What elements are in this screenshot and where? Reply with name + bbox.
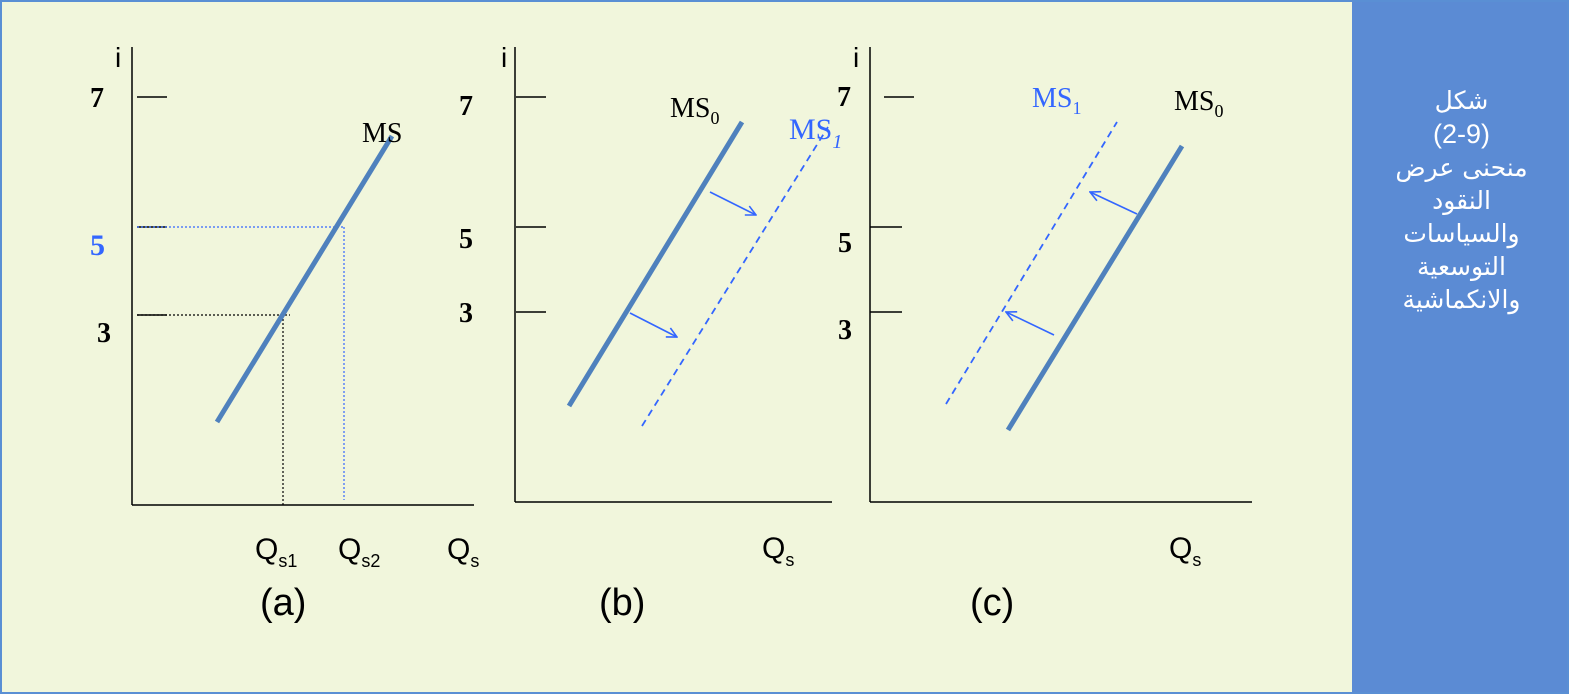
- panel-a-ms-curve: [214, 134, 395, 424]
- panel-c-ms1-curve: [945, 121, 1118, 405]
- panel-b: i 7 5 3 MS0 MS1 Qs (b): [459, 42, 842, 624]
- caption-text-line-5: والانكماشية: [1402, 285, 1521, 314]
- panel-c-tick-label-5: 5: [838, 228, 852, 259]
- panel-a-x-label-qs1: Qs1: [255, 533, 297, 571]
- panel-b-tick-label-5: 5: [459, 224, 473, 255]
- panel-a-tick-label-5: 5: [90, 229, 105, 262]
- caption-title: شكل: [1434, 86, 1489, 115]
- panel-b-ms0-curve: [566, 120, 745, 408]
- panel-a-y-axis-label: i: [115, 42, 121, 73]
- panel-c-shift-arrow-upper: [1090, 192, 1138, 215]
- panel-c-shift-arrow-lower: [1006, 312, 1055, 336]
- panel-b-shift-arrow-upper: [709, 191, 756, 215]
- caption-figure-number: (2-9): [1432, 119, 1490, 149]
- panel-c-ms0-curve: [1005, 144, 1185, 432]
- panel-c: i 7 5 3 MS1 MS0 Qs (c): [837, 42, 1252, 624]
- figure-caption-panel: شكل (2-9) منحنى عرض النقود والسياسات الت…: [1352, 2, 1567, 692]
- money-supply-diagram: i 7 5 3 MS Qs1 Qs2 Qs (a) i: [90, 42, 1252, 624]
- panel-c-x-label-qs: Qs: [1169, 532, 1201, 570]
- panel-b-ms1-curve: [641, 126, 829, 427]
- panel-b-tick-label-3: 3: [459, 298, 473, 329]
- panel-b-x-label-qs: Qs: [762, 532, 794, 570]
- caption-text-line-3: والسياسات: [1403, 219, 1520, 248]
- panel-a-ms-label: MS: [362, 118, 402, 149]
- caption-text-line-2: النقود: [1432, 186, 1491, 215]
- panel-b-ms0-label: MS0: [670, 93, 719, 128]
- panel-c-y-axis-label: i: [853, 42, 859, 73]
- caption-text-line-4: التوسعية: [1417, 252, 1506, 281]
- panel-a: i 7 5 3 MS Qs1 Qs2 Qs (a): [90, 42, 479, 624]
- panel-a-x-label-qs: Qs: [447, 533, 479, 571]
- panel-c-tick-label-7: 7: [837, 82, 851, 113]
- panel-c-ms1-label: MS1: [1032, 83, 1081, 118]
- caption-text-line-1: منحنى عرض: [1395, 153, 1528, 182]
- panel-c-label: (c): [970, 582, 1014, 624]
- panel-a-tick-label-3: 3: [97, 318, 111, 349]
- panel-c-tick-label-3: 3: [838, 315, 852, 346]
- panel-b-y-axis-label: i: [501, 42, 507, 73]
- panel-b-ms1-label: MS1: [789, 113, 842, 153]
- panel-a-x-label-qs2: Qs2: [338, 533, 380, 571]
- panel-b-label: (b): [599, 582, 645, 624]
- panel-a-label: (a): [260, 582, 306, 624]
- panel-b-shift-arrow-lower: [629, 312, 677, 337]
- panel-a-tick-label-7: 7: [90, 83, 104, 114]
- panel-c-ms0-label: MS0: [1174, 86, 1223, 121]
- panel-b-tick-label-7: 7: [459, 91, 473, 122]
